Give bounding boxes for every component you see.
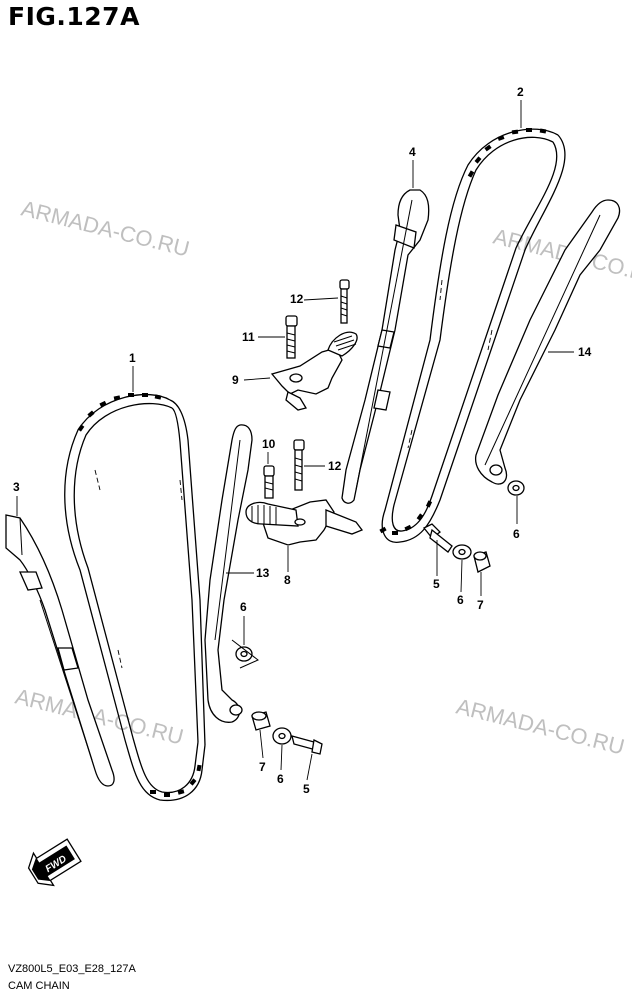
callout-3: 3: [13, 480, 20, 494]
washer-6-front-upper: [231, 639, 259, 669]
callout-1: 1: [129, 351, 136, 365]
cam-chain-rear: [379, 128, 566, 543]
callout-6-rear-upper: 6: [513, 527, 520, 541]
callouts: 1 2 3 4 14 12 11 9 10 12 8 13 6 7 6 5 5 …: [13, 85, 592, 796]
callout-7-front: 7: [259, 760, 266, 774]
callout-10: 10: [262, 437, 276, 451]
callout-11: 11: [242, 330, 255, 344]
callout-2: 2: [517, 85, 524, 99]
bolt-5-front: [291, 735, 323, 755]
bolt-12-lower: [293, 439, 305, 491]
tensioner-arm-rear: [474, 199, 621, 485]
tensioner-front: [245, 499, 364, 546]
fwd-arrow-icon: FWD: [27, 838, 82, 887]
callout-5-front: 5: [303, 782, 310, 796]
figure-name: CAM CHAIN: [8, 980, 70, 992]
callout-6-rear-lower: 6: [457, 593, 464, 607]
figure-title: FIG.127A: [8, 2, 140, 31]
collar-7-rear: [473, 551, 491, 573]
callout-6-front-upper: 6: [240, 600, 247, 614]
washer-6-rear-lower: [452, 544, 472, 560]
watermark: ARMADA-CO.RU: [454, 694, 627, 760]
tensioner-rear: [270, 331, 358, 411]
leader-lines: [16, 100, 574, 781]
washer-6-rear-upper: [507, 480, 525, 496]
callout-13: 13: [256, 566, 270, 580]
bolt-12-upper: [339, 279, 350, 324]
bolt-10: [263, 465, 275, 499]
callout-6-front-lower: 6: [277, 772, 284, 786]
washer-6-front-lower: [272, 727, 292, 745]
bolt-11: [285, 315, 298, 359]
bolt-5-rear: [422, 523, 453, 553]
callout-12-lower: 12: [328, 459, 342, 473]
cam-chain-front: [64, 393, 206, 802]
model-code: VZ800L5_E03_E28_127A: [8, 963, 136, 975]
callout-8: 8: [284, 573, 291, 587]
chain-guide-front: [5, 514, 115, 787]
callout-7-rear: 7: [477, 598, 484, 612]
collar-7-front: [251, 711, 271, 731]
callout-14: 14: [578, 345, 592, 359]
tensioner-arm-front: [204, 424, 253, 723]
callout-12-upper: 12: [290, 292, 304, 306]
callout-4: 4: [409, 145, 416, 159]
callout-9: 9: [232, 373, 239, 387]
watermark: ARMADA-CO.RU: [19, 196, 192, 262]
callout-5-rear: 5: [433, 577, 440, 591]
chain-guide-rear: [341, 189, 430, 504]
